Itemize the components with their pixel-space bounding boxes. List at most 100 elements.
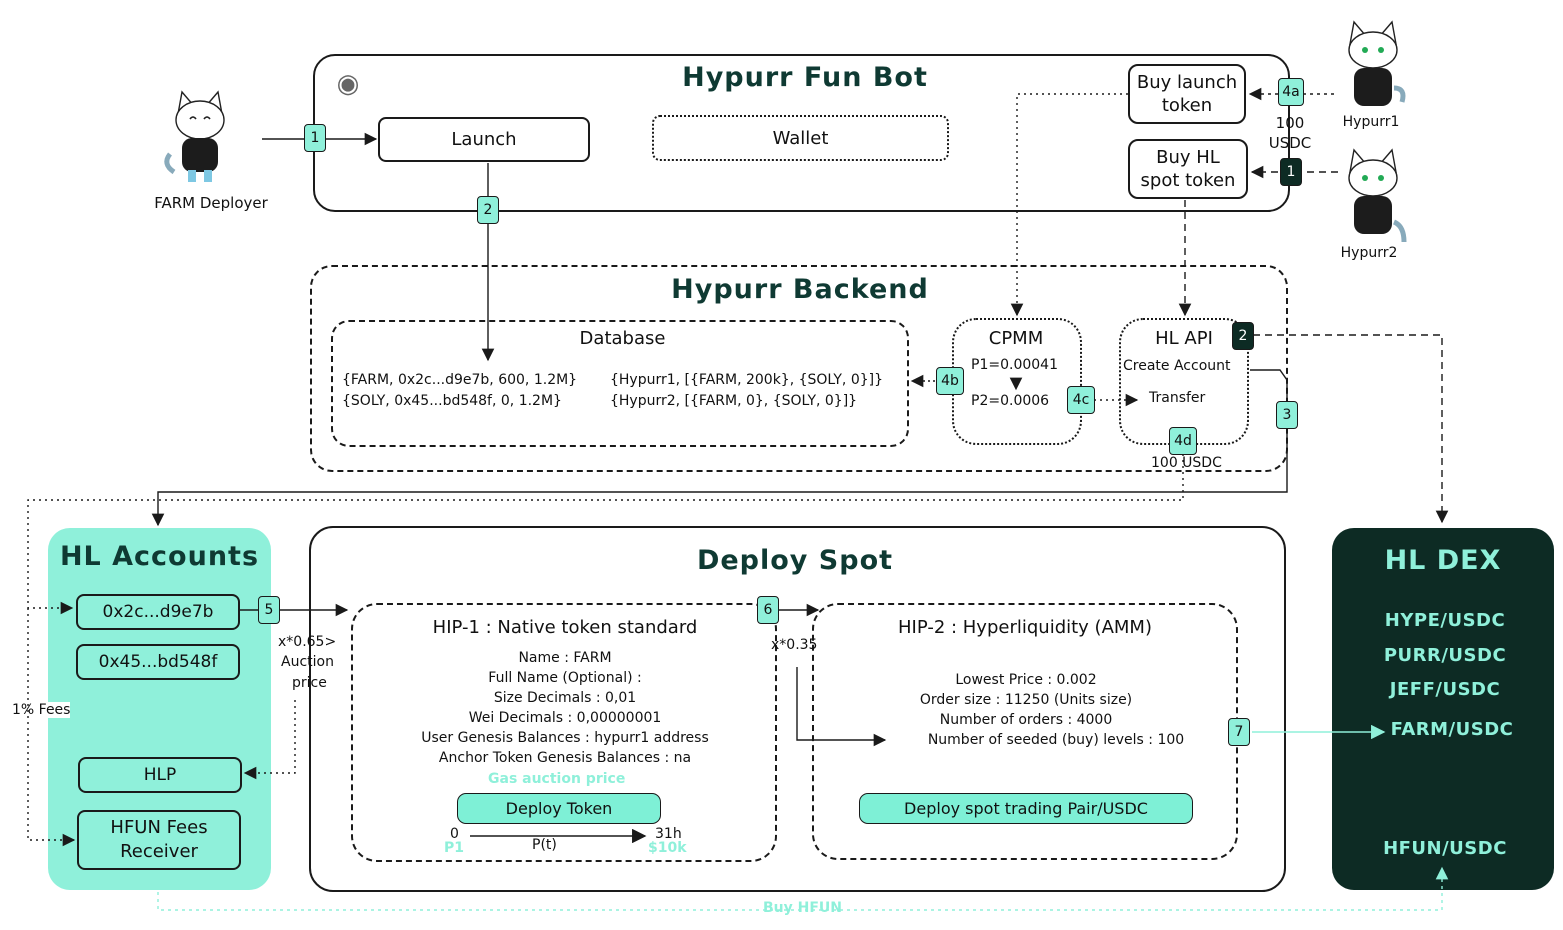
hip1-field: Wei Decimals : 0,00000001 [468,710,662,726]
fees-label: 1% Fees [12,702,71,718]
buy-launch-line1: Buy launch [1136,72,1238,93]
hip2-field: Number of orders : 4000 [939,712,1113,728]
hip1-field: Anchor Token Genesis Balances : na [438,750,692,766]
dex-pair[interactable]: HYPE/USDC [1384,610,1506,631]
timeline-start: 0 [450,826,459,842]
step-badge: 6 [757,596,779,624]
hip1-field: Full Name (Optional) : [488,670,642,686]
wallet-label: Wallet [772,127,829,149]
buy-hl-line1: Buy HL [1156,147,1220,168]
step-badge: 5 [258,596,280,624]
arrow-transfer-account [27,448,1184,615]
cpmm-p2: P2=0.0006 [971,393,1050,409]
buy-hl-spot-token-button[interactable]: Buy HL spot token [1128,139,1248,199]
arrow-auction-hlp [243,700,296,780]
step-badge: 4a [1278,78,1304,106]
deploy-spot-pair-button[interactable]: Deploy spot trading Pair/USDC [859,793,1193,824]
account-label: 0x2c...d9e7b [102,602,214,622]
hip2-title: HIP-2 : Hyperliquidity (AMM) [898,617,1152,638]
hl-accounts-title: HL Accounts [59,541,260,572]
hip1-title: HIP-1 : Native token standard [432,617,698,638]
account-hlp[interactable]: HLP [78,757,242,793]
timeline-end: 31h [655,826,682,842]
hip1-field: Size Decimals : 0,01 [493,690,637,706]
split-label: x*0.35 [771,637,818,653]
hypurr-backend-panel [310,265,1288,472]
hip1-field: Name : FARM [518,650,612,666]
dex-pair[interactable]: HFUN/USDC [1383,838,1507,859]
hl-dex-panel [1332,528,1554,890]
arrow-buylaunch-cpmm [1010,93,1128,317]
database-box [331,320,909,447]
bot-title: Hypurr Fun Bot [682,62,928,93]
hypurr1-cat-avatar [1348,20,1406,106]
timeline-curve: P(t) [532,837,557,853]
auction-label-2: Auction [281,654,334,670]
buy-hl-line2: spot token [1140,170,1236,191]
hip2-field: Number of seeded (buy) levels : 100 [927,732,1185,748]
arrow-split-levels [796,667,887,747]
db-user-row: {Hypurr2, [{FARM, 0}, {SOLY, 0}]} [610,393,858,409]
deploy-spot-pair-label: Deploy spot trading Pair/USDC [904,799,1148,818]
hl-api-title: HL API [1155,328,1213,349]
account-label: HLP [143,765,177,785]
hip2-field: Order size : 11250 (Units size) [919,692,1133,708]
account-0x2c[interactable]: 0x2c...d9e7b [76,594,240,630]
step-badge: 4b [936,367,964,395]
backend-title: Hypurr Backend [671,274,929,305]
deploy-spot-title: Deploy Spot [696,545,894,576]
step-badge: 2 [477,196,499,224]
hip2-fields: Lowest Price : 0.002 Order size : 11250 … [826,670,1226,750]
hfun-fees-receiver[interactable]: HFUN Fees Receiver [77,810,241,870]
dex-pair[interactable]: JEFF/USDC [1389,679,1501,700]
hypurr1-name: Hypurr1 [1342,114,1400,130]
step-badge: 7 [1228,718,1250,746]
deployer-cat-avatar [164,90,225,182]
db-user-row: {Hypurr1, [{FARM, 200k}, {SOLY, 0}]} [610,372,883,388]
account-0x45[interactable]: 0x45...bd548f [76,644,240,680]
hip2-field: Lowest Price : 0.002 [955,672,1097,688]
dex-pair[interactable]: PURR/USDC [1383,645,1507,666]
hip1-field: User Genesis Balances : hypurr1 address [421,730,709,746]
db-token-row: {FARM, 0x2c...d9e7b, 600, 1.2M} [342,372,578,388]
deploy-token-label: Deploy Token [505,799,613,818]
step-badge: 1 [1280,158,1302,186]
buy-amount-unit: USDC [1268,134,1312,152]
arrow-hlapi-dex [1253,334,1449,524]
step-badge: 3 [1276,401,1298,429]
wallet-box: Wallet [652,115,949,161]
buy-amount-value: 100 [1275,114,1305,132]
db-token-row: {SOLY, 0x45...bd548f, 0, 1.2M} [342,393,562,409]
step-badge: 1 [304,124,326,152]
hypurr2-cat-avatar [1348,148,1407,243]
deploy-spot-panel [309,526,1286,892]
hip1-box [351,603,777,862]
launch-label: Launch [451,129,517,150]
hypurr2-name: Hypurr2 [1340,245,1398,261]
arrow-buy-hfun [157,866,1449,911]
timeline-start-value: P1 [444,840,465,856]
hl-api-amount: 100 USDC [1151,455,1222,471]
hl-api-create-account: Create Account [1123,358,1231,374]
cpmm-title: CPMM [988,328,1044,349]
database-title: Database [579,328,666,349]
buy-hfun-label: Buy HFUN [760,900,846,916]
hl-dex-title: HL DEX [1384,545,1502,576]
deploy-token-button[interactable]: Deploy Token [457,793,661,824]
fees-receiver-line2: Receiver [120,841,198,862]
dex-pair[interactable]: FARM/USDC [1390,719,1514,740]
launch-button[interactable]: Launch [378,117,590,162]
step-badge: 4c [1067,386,1095,414]
gas-auction-note: Gas auction price [488,771,626,787]
cpmm-p1: P1=0.00041 [971,357,1058,373]
bot-logo-icon: ◉ [336,69,360,99]
fees-receiver-line1: HFUN Fees [110,817,208,838]
step-badge: 2 [1232,322,1254,350]
arrow-create-account-accounts [151,369,1288,527]
step-badge: 4d [1169,427,1197,455]
account-label: 0x45...bd548f [98,652,218,672]
auction-label-1: x*0.65> [278,634,337,650]
buy-launch-line2: token [1161,95,1213,116]
timeline-end-value: $10k [648,840,687,856]
buy-launch-token-button[interactable]: Buy launch token [1128,64,1246,124]
